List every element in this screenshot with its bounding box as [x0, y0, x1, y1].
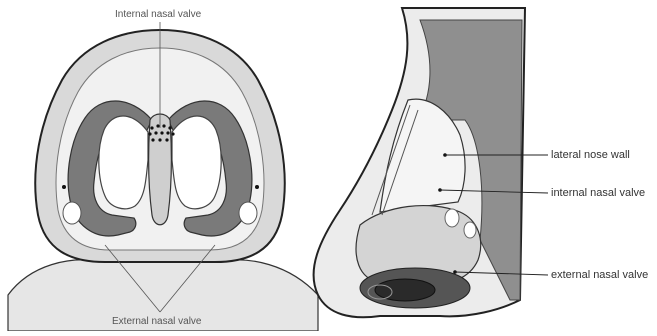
lateral-view	[314, 8, 548, 317]
right-valve-dot	[255, 185, 259, 189]
left-valve-dot	[62, 185, 66, 189]
left-small-ring	[63, 202, 81, 224]
columella	[149, 114, 172, 225]
right-small-ring	[239, 202, 257, 224]
left-nostril	[99, 116, 148, 209]
valve-small-ring-1	[445, 209, 459, 227]
basal-view	[8, 22, 318, 331]
external-nasal-valve-label-bottom: External nasal valve	[112, 316, 202, 328]
right-nostril	[172, 116, 221, 209]
internal-nasal-valve-label-top: Internal nasal valve	[115, 9, 201, 21]
lateral-nose-wall-label: lateral nose wall	[551, 149, 630, 161]
external-valve-opening	[375, 279, 435, 301]
valve-small-ring-2	[464, 222, 476, 238]
internal-nasal-valve-label-right: internal nasal valve	[551, 187, 645, 199]
external-nasal-valve-label-right: external nasal valve	[551, 269, 648, 281]
